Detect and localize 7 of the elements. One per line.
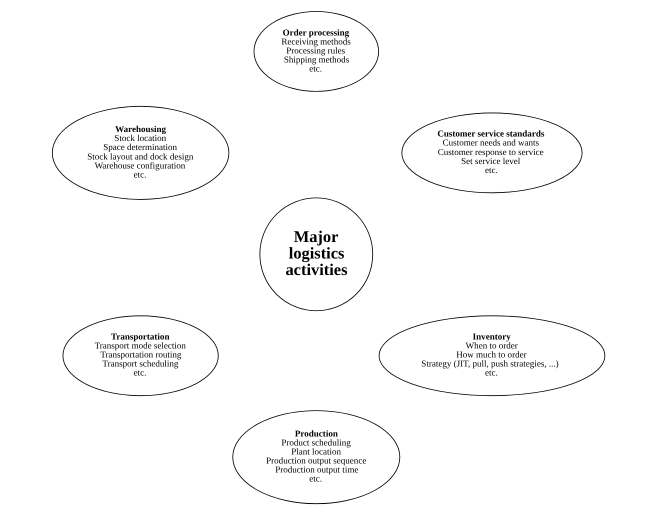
node-ellipse: Inventory When to order How much to order Strategy (JIT, pull, push strategies, ...) etc. (378, 315, 606, 396)
node-ellipse: Transportation Transport mode selection Transportation routing Transport scheduling etc. (62, 315, 219, 396)
node-ellipse: Order processing Receiving methods Processing rules Shipping methods etc. (254, 11, 380, 92)
node-ellipse: Warehousing Stock location Space determination Stock layout and dock design Warehouse configuration etc. (52, 106, 230, 200)
node-ellipse: Production Product scheduling Plant location Production output sequence Production output time etc. (232, 410, 400, 504)
node-ellipse: Customer service standards Customer needs and wants Customer response to service Set service level etc. (401, 112, 583, 194)
node-circle: Major logistics activities (259, 197, 374, 312)
